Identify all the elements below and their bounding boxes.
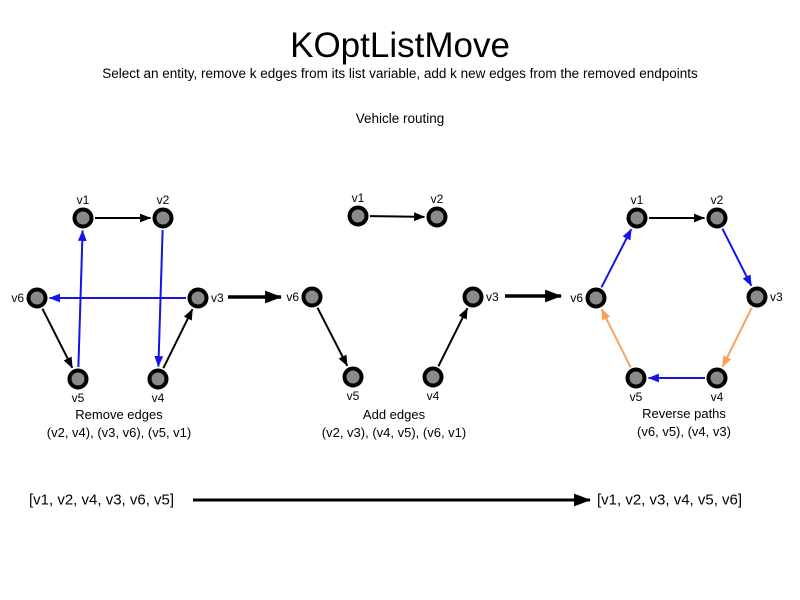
edge-remove-edges-v5-v1 — [77, 229, 87, 368]
node-label-reverse-paths-v1: v1 — [631, 193, 644, 207]
node-label-add-edges-v3: v3 — [486, 290, 499, 304]
node-label-reverse-paths-v5: v5 — [630, 390, 643, 404]
edge-reverse-paths-v2-v3 — [721, 228, 753, 287]
edge-remove-edges-v4-v3 — [162, 308, 194, 369]
node-label-reverse-paths-v6: v6 — [570, 291, 583, 305]
caption-reverse-paths: Reverse paths (v6, v5), (v4, v3) — [637, 405, 731, 441]
edge-add-edges-v4-v3 — [437, 307, 469, 367]
node-label-add-edges-v4: v4 — [427, 389, 440, 403]
edge-reverse-paths-v5-v6 — [600, 308, 632, 368]
node-remove-edges-v6 — [26, 287, 48, 309]
caption-remove-edges: Remove edges (v2, v4), (v3, v6), (v5, v1… — [47, 406, 191, 442]
node-reverse-paths-v2 — [706, 207, 728, 229]
node-remove-edges-v4 — [147, 368, 169, 390]
edge-remove-edges-v6-v5 — [41, 308, 74, 369]
list-after: [v1, v2, v3, v4, v5, v6] — [597, 491, 743, 509]
edge-add-edges-v1-v2 — [369, 212, 426, 222]
edge-add-edges-v6-v5 — [316, 307, 349, 367]
node-label-remove-edges-v4: v4 — [152, 391, 165, 405]
caption-add-edges: Add edges (v2, v3), (v4, v5), (v6, v1) — [322, 406, 466, 442]
caption-remove-edges-detail: (v2, v4), (v3, v6), (v5, v1) — [46, 425, 192, 440]
edge-reverse-paths-v3-v4 — [721, 307, 753, 368]
node-add-edges-v3 — [462, 286, 484, 308]
node-label-add-edges-v5: v5 — [347, 389, 360, 403]
node-label-reverse-paths-v2: v2 — [711, 193, 724, 207]
node-label-remove-edges-v6: v6 — [11, 291, 24, 305]
node-add-edges-v1 — [347, 205, 369, 227]
node-label-add-edges-v6: v6 — [286, 290, 299, 304]
page-subtitle: Select an entity, remove k edges from it… — [102, 66, 698, 81]
node-label-remove-edges-v2: v2 — [157, 193, 170, 207]
node-remove-edges-v3 — [187, 287, 209, 309]
node-remove-edges-v2 — [152, 207, 174, 229]
node-add-edges-v4 — [422, 366, 444, 388]
node-reverse-paths-v3 — [746, 286, 768, 308]
edge-reverse-paths-v6-v1 — [600, 228, 633, 288]
node-add-edges-v6 — [301, 286, 323, 308]
caption-reverse-paths-detail: (v6, v5), (v4, v3) — [637, 424, 731, 439]
caption-add-edges-detail: (v2, v3), (v4, v5), (v6, v1) — [321, 425, 467, 440]
node-label-remove-edges-v3: v3 — [211, 291, 224, 305]
node-label-reverse-paths-v4: v4 — [711, 390, 724, 404]
node-label-remove-edges-v5: v5 — [72, 391, 85, 405]
list-before: [v1, v2, v4, v3, v6, v5] — [29, 491, 175, 509]
caption-reverse-paths-title: Reverse paths — [642, 406, 726, 421]
node-label-reverse-paths-v3: v3 — [770, 290, 783, 304]
node-reverse-paths-v5 — [625, 367, 647, 389]
node-reverse-paths-v6 — [585, 287, 607, 309]
caption-add-edges-title: Add edges — [362, 407, 426, 422]
node-reverse-paths-v1 — [626, 207, 648, 229]
node-label-add-edges-v2: v2 — [431, 192, 444, 206]
node-add-edges-v5 — [342, 366, 364, 388]
node-remove-edges-v5 — [67, 368, 89, 390]
node-label-remove-edges-v1: v1 — [77, 193, 90, 207]
context-label: Vehicle routing — [355, 111, 445, 126]
node-label-add-edges-v1: v1 — [352, 191, 365, 205]
node-remove-edges-v1 — [72, 207, 94, 229]
node-add-edges-v2 — [426, 206, 448, 228]
node-reverse-paths-v4 — [706, 367, 728, 389]
page-title: KOptListMove — [290, 26, 510, 65]
caption-remove-edges-title: Remove edges — [75, 407, 163, 422]
